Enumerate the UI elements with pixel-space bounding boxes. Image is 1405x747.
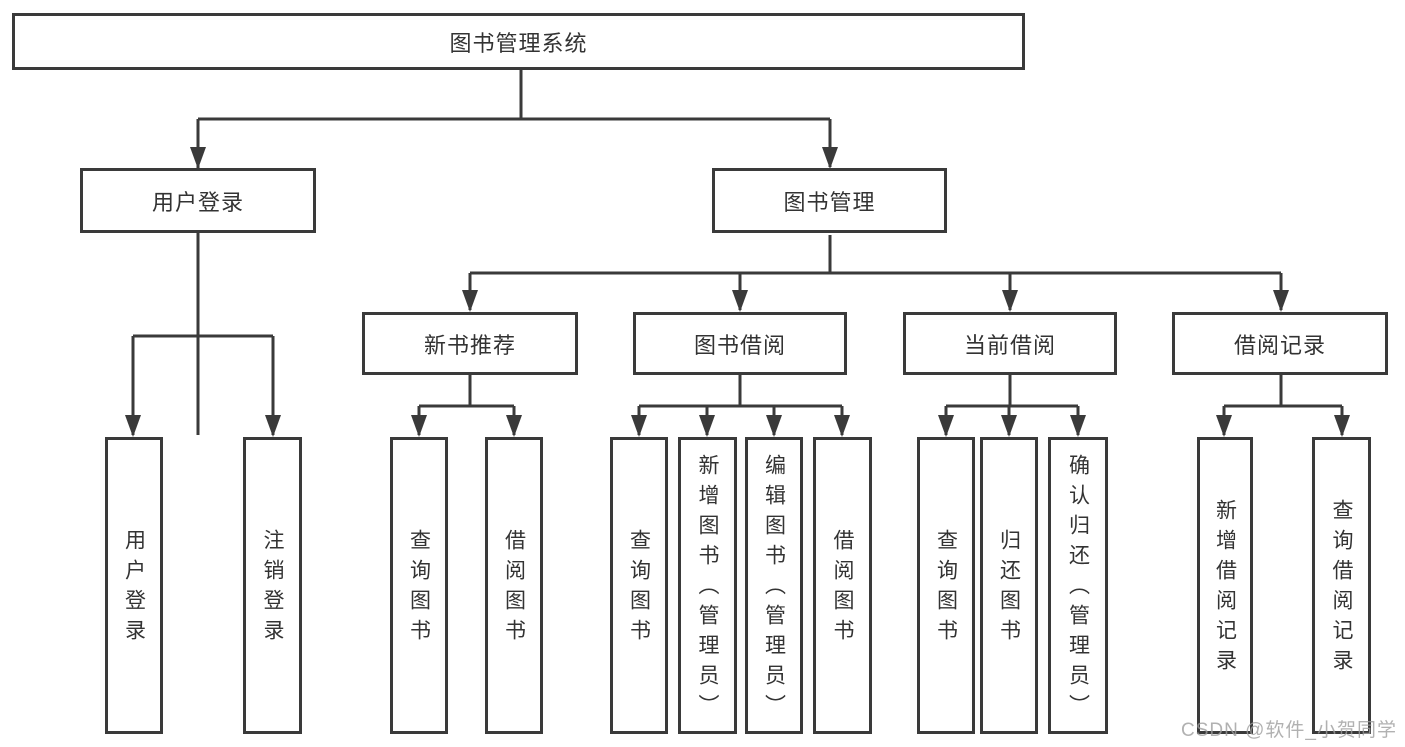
- node-book-borrowing: 图书借阅: [633, 312, 847, 375]
- leaf-return-books: 归还图书: [980, 437, 1038, 734]
- leaf-query-books-current: 查询图书: [917, 437, 975, 734]
- node-borrowing-records: 借阅记录: [1172, 312, 1388, 375]
- leaf-add-borrow-record: 新增借阅记录: [1197, 437, 1253, 734]
- leaf-query-borrow-record: 查询借阅记录: [1312, 437, 1371, 734]
- leaf-borrow-books-borrowing: 借阅图书: [813, 437, 872, 734]
- csdn-watermark: CSDN @软件_小贺同学: [1181, 720, 1397, 741]
- leaf-user-login: 用户登录: [105, 437, 163, 734]
- node-current-borrowing: 当前借阅: [903, 312, 1117, 375]
- leaf-edit-books-admin: 编辑图书（管理员）: [745, 437, 803, 734]
- leaf-add-books-admin: 新增图书（管理员）: [678, 437, 737, 734]
- node-book-management: 图书管理: [712, 168, 947, 233]
- leaf-confirm-return-admin: 确认归还（管理员）: [1048, 437, 1108, 734]
- arrowheads: [125, 147, 1350, 437]
- leaf-query-books-borrowing: 查询图书: [610, 437, 668, 734]
- node-root-system: 图书管理系统: [12, 13, 1025, 70]
- node-new-book-recommend: 新书推荐: [362, 312, 578, 375]
- leaf-query-books-recommend: 查询图书: [390, 437, 448, 734]
- node-user-login: 用户登录: [80, 168, 316, 233]
- leaf-logout: 注销登录: [243, 437, 302, 734]
- leaf-borrow-books-recommend: 借阅图书: [485, 437, 543, 734]
